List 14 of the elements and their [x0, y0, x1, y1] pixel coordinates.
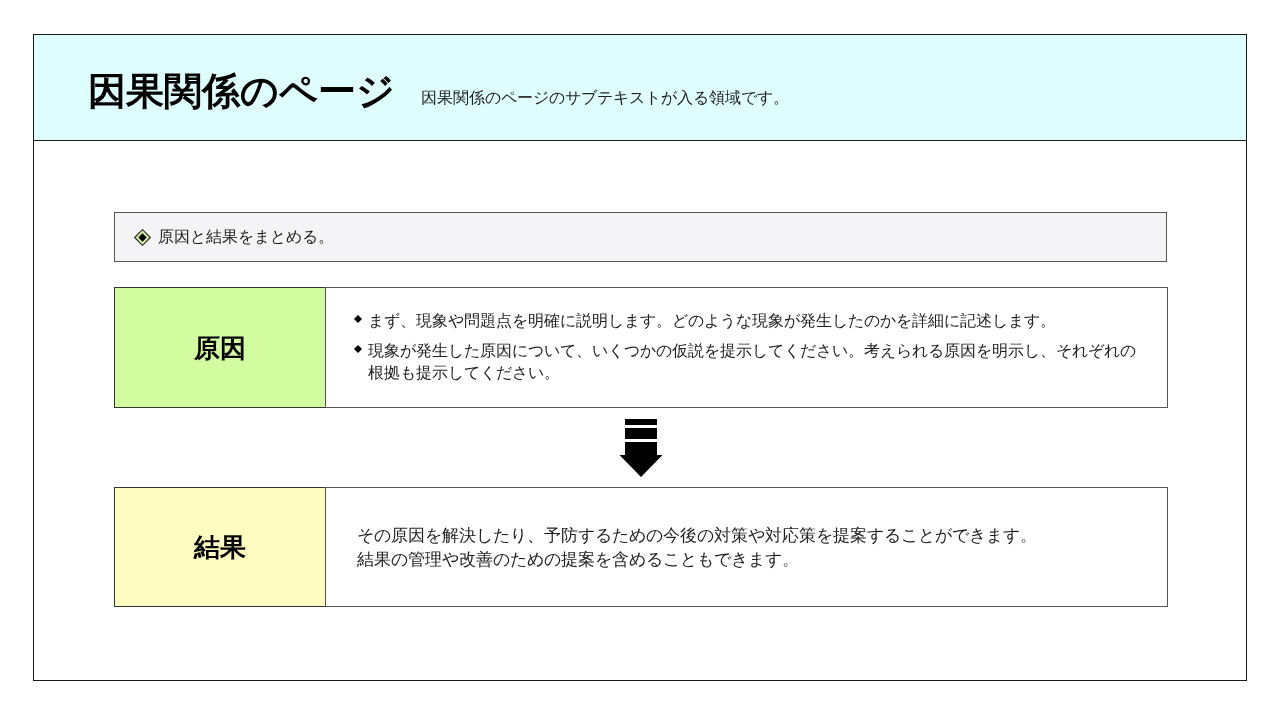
body-text: その原因を解決したり、予防するための今後の対策や対応策を提案することができます。 [357, 524, 1037, 547]
summary-box [114, 212, 1167, 262]
content-box [325, 487, 1168, 607]
page-title: 因果関係のページ [88, 68, 395, 114]
heading-box [114, 287, 326, 408]
bullet-text: 現象が発生した原因について、いくつかの仮説を提示してください。考えられる原因を明示し、それぞれの根拠も提示してください。 [368, 340, 1137, 384]
subtitle-text: 因果関係のページのサブテキストが入る領域です。 [421, 88, 789, 108]
heading-box [114, 487, 326, 607]
heading-text: 結果 [194, 531, 246, 563]
body-text: 結果の管理や改善のための提案を含めることもできます。 [357, 548, 799, 571]
content-box [325, 287, 1168, 408]
summary-text: 原因と結果をまとめる。 [158, 226, 334, 248]
bullet-text: まず、現象や問題点を明確に説明します。どのような現象が発生したのかを詳細に記述します。 [368, 310, 1057, 332]
heading-text: 原因 [194, 331, 246, 364]
